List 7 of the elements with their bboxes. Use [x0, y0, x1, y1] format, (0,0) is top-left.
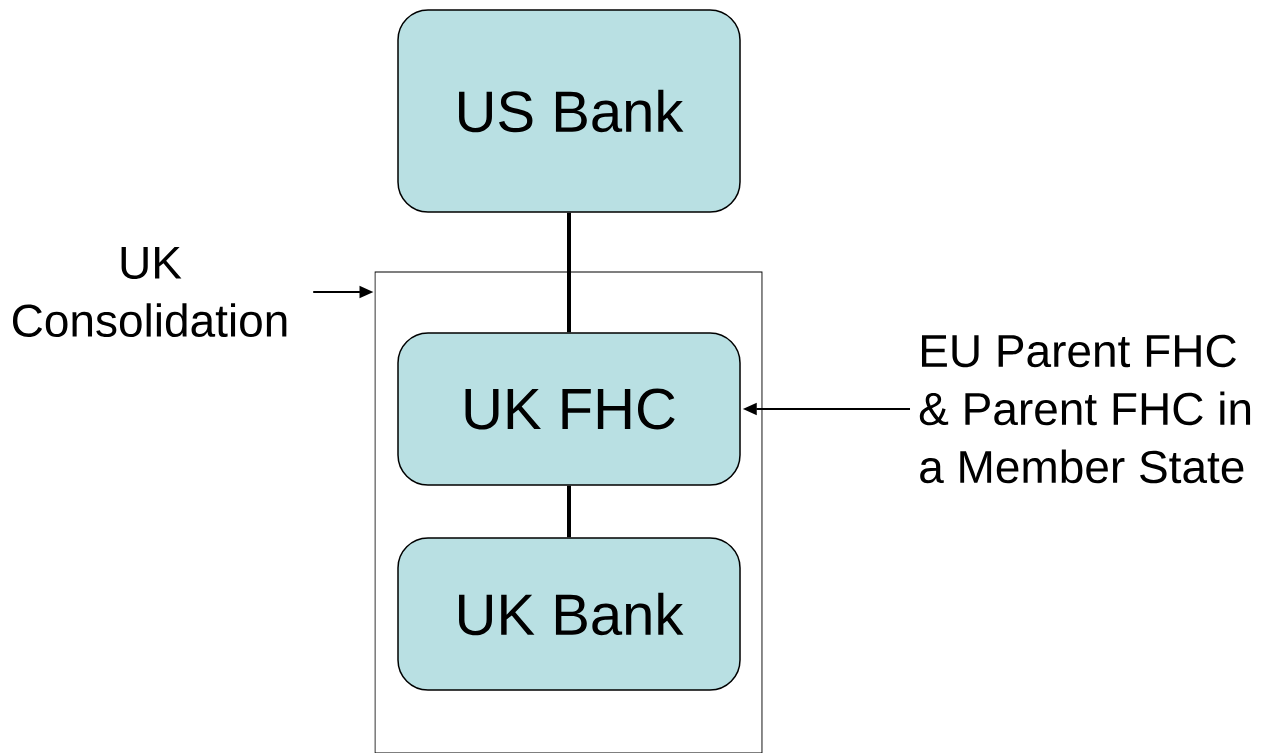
rounded-box: US Bank [397, 9, 741, 213]
annotation-text: UK Consolidation [12, 246, 287, 338]
rounded-box: UK FHC [397, 332, 741, 486]
annotation-text: EU Parent FHC & Parent FHC in a Member State [919, 334, 1251, 484]
connector-line [567, 212, 571, 333]
rounded-box: UK Bank [397, 537, 741, 691]
connector-line [567, 485, 571, 538]
